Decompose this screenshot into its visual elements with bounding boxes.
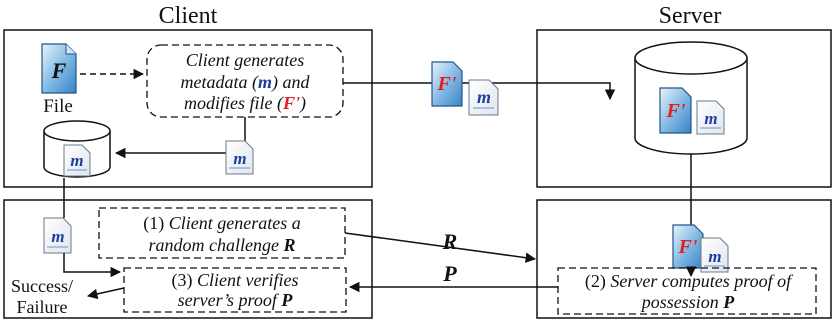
generate-metadata-line1: Client generates — [186, 50, 304, 70]
generate-metadata-box — [146, 44, 344, 118]
transit-file-letter: F' — [437, 73, 457, 95]
verify-line2: server’s proof P — [178, 290, 294, 310]
proof-line1: (2) Server computes proof of — [585, 271, 794, 292]
client-title: Client — [159, 3, 218, 29]
verify-line1: (3) Client verifies — [172, 270, 299, 291]
server-audit-file-letter: F' — [678, 236, 698, 258]
client-audit-metadata-letter: m — [51, 227, 64, 246]
client-setup-panel — [3, 29, 373, 188]
server-audit-file-icon: F' — [672, 224, 704, 269]
server-stored-file-icon: F' — [659, 87, 692, 134]
transit-metadata-letter: m — [477, 87, 491, 107]
client-stored-metadata-icon: m — [63, 144, 91, 177]
proof-line2: possession P — [640, 292, 736, 312]
server-audit-metadata-letter: m — [708, 247, 721, 266]
client-audit-metadata-icon: m — [43, 217, 72, 254]
transit-metadata-icon: m — [468, 79, 499, 116]
server-storage-panel — [536, 29, 832, 188]
file-letter: F — [51, 58, 67, 83]
file-label: File — [43, 96, 73, 117]
server-title: Server — [659, 3, 722, 29]
generate-metadata-line2: metadata (m) and — [181, 72, 311, 93]
challenge-line1: (1) Client generates a — [143, 213, 300, 234]
challenge-line2: random challenge R — [149, 235, 296, 255]
challenge-message-arrow — [344, 232, 537, 263]
transit-modified-file-icon: F' — [431, 61, 463, 107]
server-audit-panel — [536, 199, 832, 319]
verify-box — [123, 267, 347, 313]
proof-message-label: P — [442, 261, 457, 286]
challenge-message-label: R — [442, 229, 458, 254]
generate-metadata-line3: modifies file (F') — [184, 93, 306, 114]
result-label-line1: Success/ — [11, 276, 73, 296]
client-audit-panel — [3, 199, 373, 319]
server-stored-metadata-letter: m — [704, 109, 717, 128]
server-stored-metadata-icon: m — [696, 100, 725, 135]
metadata-to-verify-arrow — [63, 253, 122, 278]
proof-box — [557, 267, 817, 315]
result-arrow — [86, 287, 125, 300]
original-file-icon: F — [41, 43, 77, 94]
result-label-line2: Failure — [17, 297, 68, 317]
server-audit-metadata-icon: m — [700, 237, 729, 273]
server-stored-file-letter: F' — [666, 100, 686, 122]
local-metadata-icon: m — [225, 140, 254, 175]
client-stored-metadata-letter: m — [70, 151, 83, 170]
local-metadata-letter: m — [233, 149, 246, 168]
